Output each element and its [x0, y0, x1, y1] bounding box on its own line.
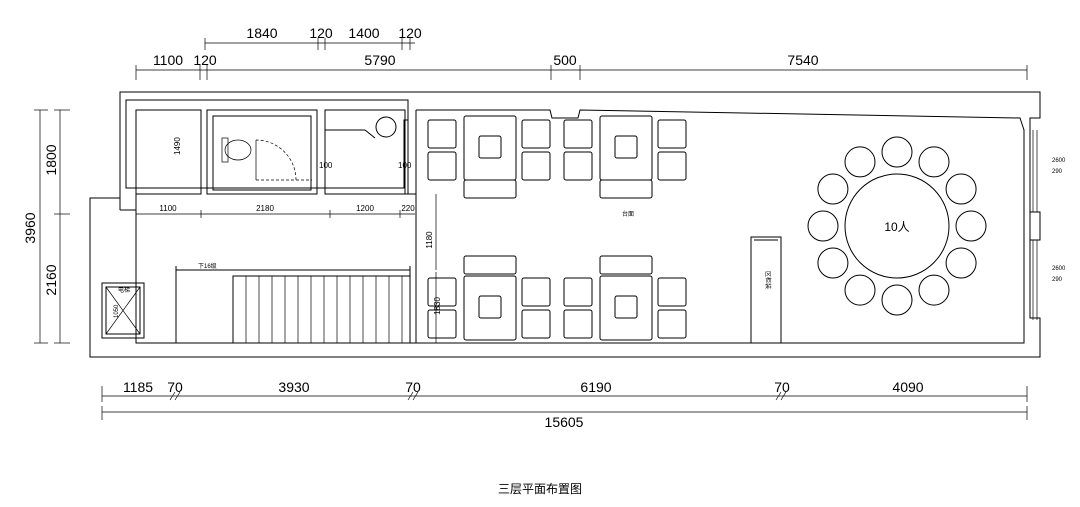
dim-bottom-70c: 70: [774, 379, 790, 395]
chair: [521, 277, 551, 307]
window-top-dim-b: 290: [1052, 169, 1063, 175]
round-table-chair: [918, 274, 950, 306]
cabinet-label: 区柜装: [764, 271, 772, 289]
chair: [521, 151, 551, 181]
booth-table-inner: [614, 135, 638, 159]
dimension-top-row1: 1840 120 1400 120: [204, 25, 422, 50]
outer-walls: [89, 91, 1041, 358]
round-table-label: 10人: [884, 220, 909, 234]
dim-bottom-6190: 6190: [580, 379, 611, 395]
chair: [657, 119, 687, 149]
dim-inner-1100: 1100: [159, 204, 177, 213]
dim-bottom-total: 15605: [545, 414, 584, 430]
chair: [657, 151, 687, 181]
round-table-chair: [817, 173, 849, 205]
plan-caption: 三层平面布置图: [498, 482, 582, 496]
dimension-top-row2: 1100 120 5790 500 7540: [135, 52, 1028, 80]
booth-sofa: [463, 179, 517, 199]
elevator-shaft: 电梯 1050: [101, 282, 145, 339]
booth-table-inner: [478, 135, 502, 159]
dimension-bottom: 1185 70 3930 70 6190 70 4090 15605: [101, 379, 1028, 430]
chair: [427, 309, 457, 339]
table-center-label: 台面: [622, 210, 634, 218]
chair: [563, 277, 593, 307]
chair: [521, 119, 551, 149]
booth-table: [463, 115, 517, 181]
dimension-left: 3960 1800 2160: [22, 109, 70, 344]
chair: [427, 151, 457, 181]
window-bot-dim-a: 2600: [1052, 266, 1066, 272]
booth-sofa: [599, 255, 653, 275]
dim-top-500: 500: [553, 52, 577, 68]
dim-inner-2180: 2180: [256, 204, 274, 213]
round-table-chair: [881, 136, 913, 168]
dim-top-120a: 120: [309, 25, 333, 41]
dim-bottom-4090: 4090: [892, 379, 923, 395]
chair: [521, 309, 551, 339]
dim-left-2160: 2160: [43, 264, 59, 295]
elevator-label: 电梯: [118, 286, 130, 294]
dim-top-120b: 120: [398, 25, 422, 41]
dim-top-1840: 1840: [246, 25, 277, 41]
dim-inner-1050: 1050: [114, 304, 120, 318]
dim-inner-220: 220: [401, 204, 415, 213]
round-table-chair: [817, 247, 849, 279]
dimension-inner: 1100 2180 1200 220 1180 1830: [136, 194, 442, 343]
dim-top-1100: 1100: [153, 52, 183, 68]
booth-sofa: [599, 179, 653, 199]
dim-top-5790: 5790: [364, 52, 395, 68]
round-table-chair: [955, 210, 987, 242]
cabinet: 区柜装: [750, 236, 782, 344]
dim-inner-100b: 100: [398, 161, 412, 170]
window-bot-dim-b: 290: [1052, 277, 1063, 283]
chair: [657, 309, 687, 339]
round-table-chair: [807, 210, 839, 242]
round-table-chair: [918, 146, 950, 178]
chair: [427, 277, 457, 307]
round-table-chair: [844, 146, 876, 178]
dim-inner-1180: 1180: [425, 231, 434, 249]
dim-bottom-70b: 70: [405, 379, 421, 395]
dim-top-120c: 120: [193, 52, 217, 68]
chair: [427, 119, 457, 149]
dim-bottom-70a: 70: [167, 379, 183, 395]
booth-table: [599, 115, 653, 181]
window-top-dim-a: 2600: [1052, 158, 1066, 164]
chair: [657, 277, 687, 307]
round-table-chair: [844, 274, 876, 306]
booth-seating: [427, 115, 687, 341]
booth-table-inner: [478, 295, 502, 319]
booth-sofa: [463, 255, 517, 275]
dim-inner-100a: 100: [319, 161, 333, 170]
chair: [563, 151, 593, 181]
booth-table-inner: [614, 295, 638, 319]
round-table-10: 10人: [807, 136, 987, 316]
right-windows: 2600 290 2600 290: [1029, 130, 1066, 320]
booth-table: [599, 275, 653, 341]
dim-inner-1200: 1200: [356, 204, 374, 213]
round-table-chair: [881, 284, 913, 316]
dim-left-1800: 1800: [43, 144, 59, 175]
dim-top-1400: 1400: [348, 25, 379, 41]
dim-bottom-3930: 3930: [278, 379, 309, 395]
round-table-chair: [945, 173, 977, 205]
dim-left-3960: 3960: [22, 212, 38, 243]
service-rooms: 1490 100 100: [135, 109, 412, 195]
chair: [563, 119, 593, 149]
dim-top-7540: 7540: [787, 52, 818, 68]
staircase: 下16级: [175, 110, 417, 344]
stair-label: 下16级: [198, 262, 217, 270]
booth-table: [463, 275, 517, 341]
chair: [563, 309, 593, 339]
dim-inner-1490: 1490: [173, 137, 182, 155]
dim-bottom-1185: 1185: [123, 379, 153, 395]
round-table-chair: [945, 247, 977, 279]
